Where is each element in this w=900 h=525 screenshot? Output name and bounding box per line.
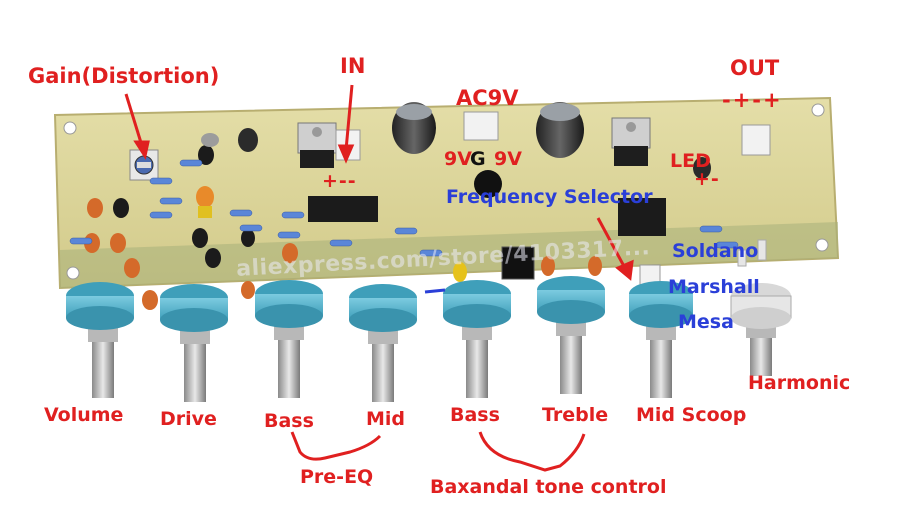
ac9v-label: AC9V [456, 86, 519, 110]
harmonic-label: Harmonic [748, 372, 851, 394]
out-pins-label: -+-+ [722, 88, 783, 112]
drive-label: Drive [160, 408, 217, 430]
baxandal-label: Baxandal tone control [430, 476, 667, 498]
in-label: IN [340, 54, 366, 78]
marshall-label: Marshall [668, 276, 760, 298]
pot-mid [349, 284, 417, 402]
pot-treble [537, 276, 605, 394]
pot-volume [66, 282, 134, 398]
bass-pre-label: Bass [264, 410, 314, 432]
pot-bass-bax [443, 280, 511, 398]
pcb-lower-shade [60, 222, 838, 288]
mesa-label: Mesa [678, 311, 734, 333]
pot-mid-scoop [629, 281, 693, 398]
nine-v-left-label: 9V [444, 148, 472, 170]
frequency-selector-label: Frequency Selector [446, 186, 653, 208]
ground-label: G [470, 148, 486, 170]
pre-eq-label: Pre-EQ [300, 466, 374, 488]
bass-bax-label: Bass [450, 404, 500, 426]
pot-drive [160, 284, 228, 402]
treble-label: Treble [542, 404, 609, 426]
led-pins-label: +- [694, 168, 720, 190]
in-pins-label: +-- [322, 170, 357, 192]
pot-harmonic [730, 239, 792, 376]
soldano-label: Soldano [672, 240, 759, 262]
led-label: LED [670, 150, 711, 172]
nine-v-right-label: 9V [494, 148, 522, 170]
mid-scoop-label: Mid Scoop [636, 404, 747, 426]
gain-label: Gain(Distortion) [28, 64, 220, 88]
mid-label: Mid [366, 408, 406, 430]
volume-label: Volume [44, 404, 124, 426]
pot-bass-pre [255, 280, 323, 398]
out-label: OUT [730, 56, 780, 80]
